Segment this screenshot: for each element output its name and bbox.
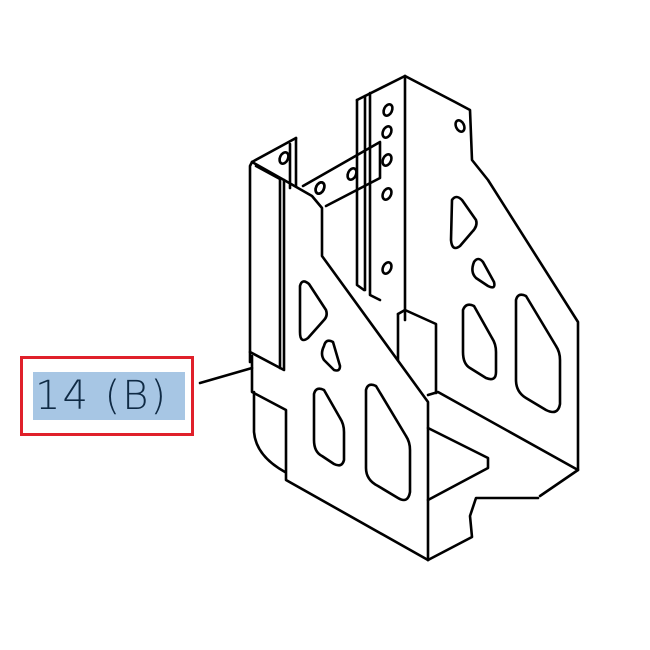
middle-plate xyxy=(398,310,436,393)
callout-label: 14 (B) xyxy=(33,372,185,420)
left-gusset-plate xyxy=(252,180,428,560)
callout-box[interactable]: 14 (B) xyxy=(20,356,194,436)
right-back-plate xyxy=(357,76,578,496)
base-plate xyxy=(428,392,578,560)
leader-line xyxy=(200,368,252,383)
cross-strap xyxy=(303,142,380,206)
left-channel-post xyxy=(250,138,326,370)
